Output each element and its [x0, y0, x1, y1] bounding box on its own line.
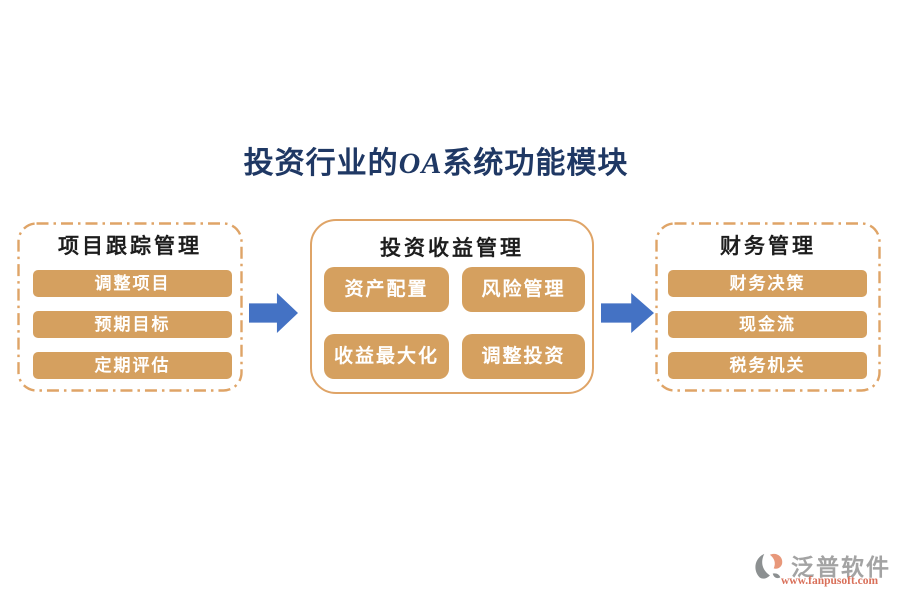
module-button-expected-goal: 预期目标 [33, 311, 232, 338]
module-button-asset-allocation: 资产配置 [324, 267, 449, 312]
page-title: 投资行业的OA系统功能模块 [0, 138, 872, 182]
module-button-periodic-review: 定期评估 [33, 352, 232, 379]
dash-dot-border [17, 222, 243, 392]
dash-dot-border [655, 222, 881, 392]
module-button-maximize-return: 收益最大化 [324, 334, 449, 379]
brand-url: www.fanpusoft.com [781, 575, 879, 587]
panel-title: 投资收益管理 [380, 236, 524, 260]
module-button-cash-flow: 现金流 [668, 311, 867, 338]
panel-finance-management: 财务管理 财务决策 现金流 税务机关 [655, 222, 881, 392]
right-arrow-icon [601, 293, 654, 333]
right-arrow-icon [249, 293, 298, 333]
vendor-watermark: 泛普软件 www.fanpusoft.com [750, 548, 900, 596]
title-suffix: 系统功能模块 [442, 147, 629, 180]
title-oa: OA [398, 147, 443, 180]
panel-title: 项目跟踪管理 [58, 234, 202, 258]
module-button-adjust-investment: 调整投资 [462, 334, 585, 379]
panel-title: 财务管理 [720, 234, 816, 258]
fanpu-swirl-icon [755, 553, 783, 579]
module-button-risk-management: 风险管理 [462, 267, 585, 312]
module-button-financial-decision: 财务决策 [668, 270, 867, 297]
module-button-adjust-project: 调整项目 [33, 270, 232, 297]
brand-name: 泛普软件 [791, 555, 891, 580]
panel-project-tracking: 项目跟踪管理 调整项目 预期目标 定期评估 [17, 222, 243, 392]
module-button-tax-authority: 税务机关 [668, 352, 867, 379]
panel-investment-return: 投资收益管理 资产配置 风险管理 收益最大化 调整投资 [310, 219, 594, 394]
title-prefix: 投资行业的 [243, 147, 399, 180]
